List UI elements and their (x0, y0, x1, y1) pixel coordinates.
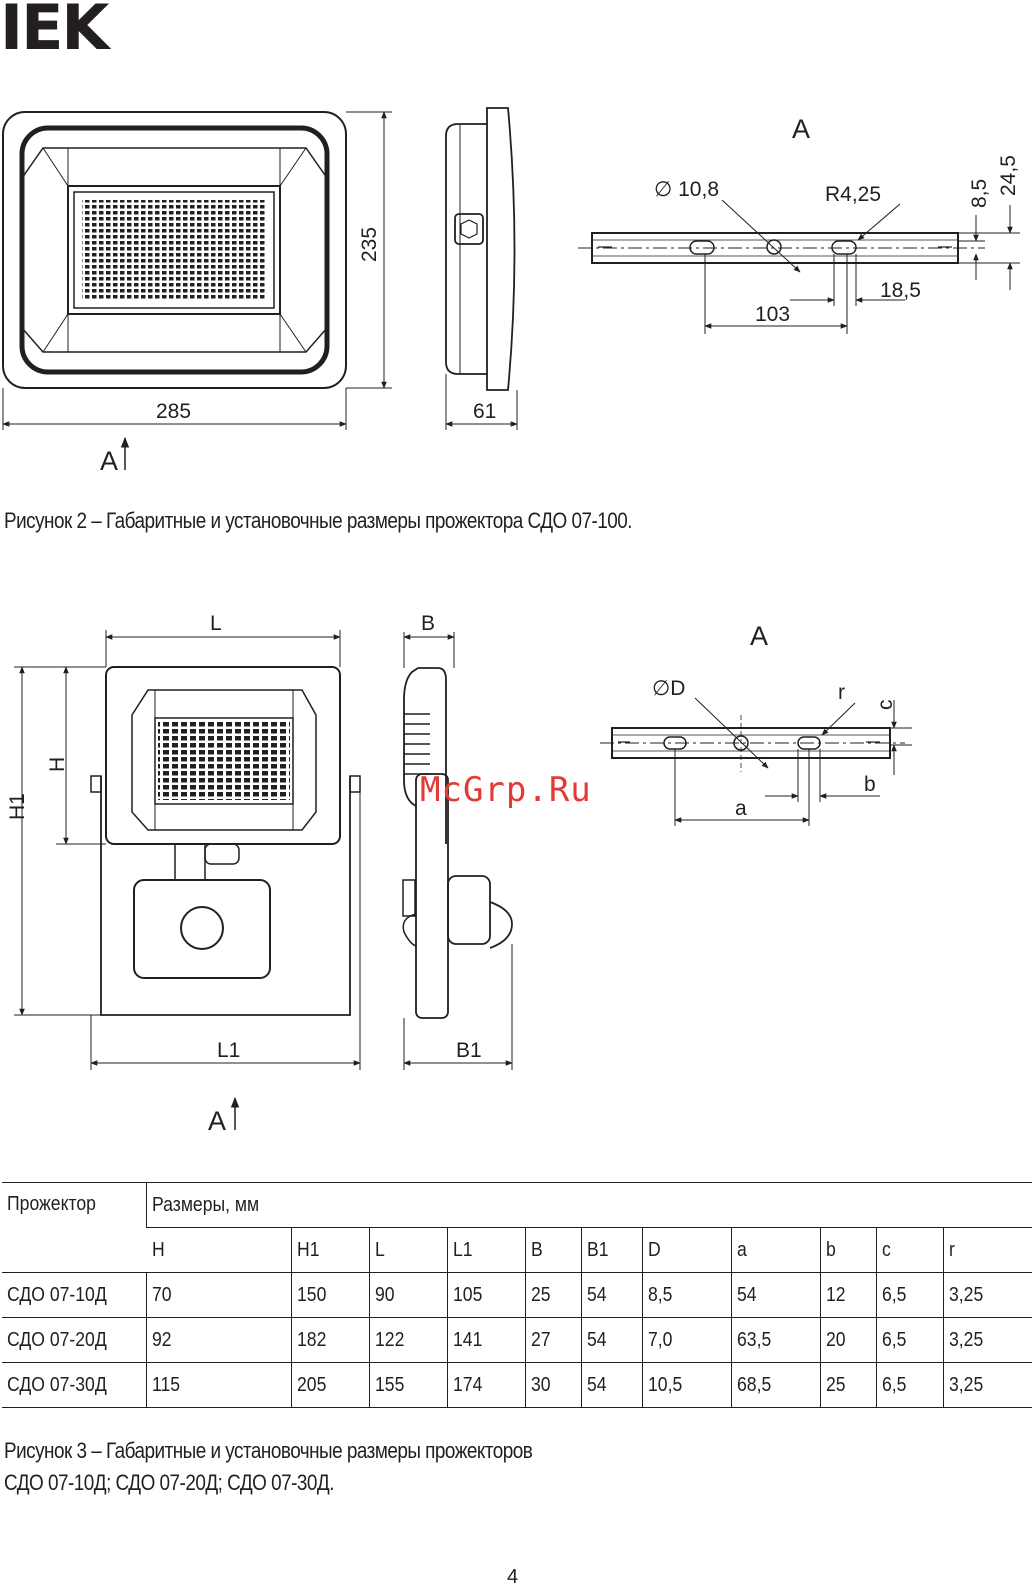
figure-2-caption: Рисунок 2 – Габаритные и установочные ра… (4, 508, 633, 533)
fig3-label-L1: L1 (217, 1039, 240, 1062)
value-cell: 12 (820, 1272, 877, 1318)
value-cell: 54 (730, 1272, 821, 1318)
fig2-front-view (2, 111, 347, 389)
figure-2-drawing: 235 285 61 A A ∅ 10,8 R4,25 8,5 24,5 18,… (2, 107, 1020, 476)
fig3-label-D: ∅D (652, 677, 685, 700)
param-header-10: r (943, 1227, 1032, 1273)
value-cell: 174 (446, 1362, 526, 1408)
fig2-depth-label: 61 (473, 400, 496, 423)
value-cell: 27 (525, 1317, 582, 1363)
value-cell: 20 (820, 1317, 877, 1363)
value-cell: 155 (368, 1362, 448, 1408)
fig3-side-view (402, 667, 513, 1019)
fig3-label-B: B (421, 612, 435, 635)
value-cell: 10,5 (641, 1362, 732, 1408)
fig2-width-label: 285 (156, 400, 191, 423)
fig2-dim-8-5: 8,5 (968, 179, 991, 208)
param-header-0: H (146, 1227, 291, 1273)
value-cell: 63,5 (730, 1317, 821, 1363)
value-cell: 105 (446, 1272, 526, 1318)
fig3-label-B1: B1 (456, 1039, 482, 1062)
value-cell: 30 (525, 1362, 582, 1408)
fig2-slot-radius: R4,25 (825, 183, 881, 206)
fig2-view-arrow-label: A (100, 446, 118, 476)
product-name-cell: СДО 07-10Д (2, 1272, 147, 1318)
value-cell: 122 (368, 1317, 448, 1363)
fig3-label-c: c (874, 700, 897, 711)
value-cell: 115 (146, 1362, 291, 1408)
fig2-dim-18-5: 18,5 (880, 279, 921, 302)
value-cell: 150 (290, 1272, 370, 1318)
value-cell: 6,5 (876, 1317, 944, 1363)
figure-3-drawing: L L1 H H1 B B1 A A ∅D r c a b (6, 612, 912, 1136)
fig2-dim-24-5: 24,5 (997, 155, 1020, 196)
fig3-label-b: b (864, 773, 876, 796)
fig3-label-a: a (735, 797, 747, 820)
watermark: McGrp.Ru (420, 770, 592, 810)
value-cell: 25 (525, 1272, 582, 1318)
figure-3-caption-line1: Рисунок 3 – Габаритные и установочные ра… (4, 1438, 533, 1463)
param-header-2: L (368, 1227, 448, 1273)
page-number: 4 (507, 1566, 519, 1588)
iek-logo: IEK (0, 0, 109, 64)
param-header-1: H1 (290, 1227, 370, 1273)
fig2-height-label: 235 (358, 227, 381, 262)
param-header-3: L1 (446, 1227, 526, 1273)
fig3-view-arrow-label: A (208, 1106, 226, 1136)
fig2-dim-103: 103 (755, 303, 790, 326)
fig3-view-a-title: A (750, 621, 768, 651)
value-cell: 25 (820, 1362, 877, 1408)
param-header-7: a (730, 1227, 821, 1273)
value-cell: 90 (368, 1272, 448, 1318)
param-header-6: D (641, 1227, 732, 1273)
value-cell: 8,5 (641, 1272, 732, 1318)
value-cell: 7,0 (641, 1317, 732, 1363)
value-cell: 54 (581, 1362, 643, 1408)
fig3-label-H1: H1 (6, 793, 29, 820)
fig3-label-r: r (838, 681, 845, 704)
table-header-row: Прожектор Размеры, мм (2, 1182, 1032, 1273)
fig3-label-L: L (210, 612, 222, 635)
value-cell: 3,25 (943, 1362, 1032, 1408)
header-product: Прожектор (2, 1182, 147, 1273)
fig3-front-view (90, 666, 361, 1016)
value-cell: 54 (581, 1317, 643, 1363)
value-cell: 141 (446, 1317, 526, 1363)
value-cell: 70 (146, 1272, 291, 1318)
figure-3-caption-line2: СДО 07-10Д; СДО 07-20Д; СДО 07-30Д. (4, 1470, 334, 1495)
fig3-label-H: H (46, 757, 69, 772)
value-cell: 3,25 (943, 1272, 1032, 1318)
header-dimensions: Размеры, мм (146, 1182, 1032, 1228)
product-name-cell: СДО 07-20Д (2, 1317, 147, 1363)
fig3-bracket-view (600, 715, 905, 772)
param-header-8: b (820, 1227, 877, 1273)
value-cell: 205 (290, 1362, 370, 1408)
value-cell: 92 (146, 1317, 291, 1363)
value-cell: 182 (290, 1317, 370, 1363)
fig2-view-a-title: A (792, 114, 810, 144)
param-header-4: B (525, 1227, 582, 1273)
fig2-side-view (445, 107, 516, 391)
fig2-hole-diameter: ∅ 10,8 (654, 178, 719, 201)
product-name-cell: СДО 07-30Д (2, 1362, 147, 1408)
fig2-bracket-view (578, 232, 985, 264)
value-cell: 3,25 (943, 1317, 1032, 1363)
param-header-9: c (876, 1227, 944, 1273)
value-cell: 6,5 (876, 1272, 944, 1318)
value-cell: 54 (581, 1272, 643, 1318)
value-cell: 68,5 (730, 1362, 821, 1408)
value-cell: 6,5 (876, 1362, 944, 1408)
param-header-5: B1 (581, 1227, 643, 1273)
